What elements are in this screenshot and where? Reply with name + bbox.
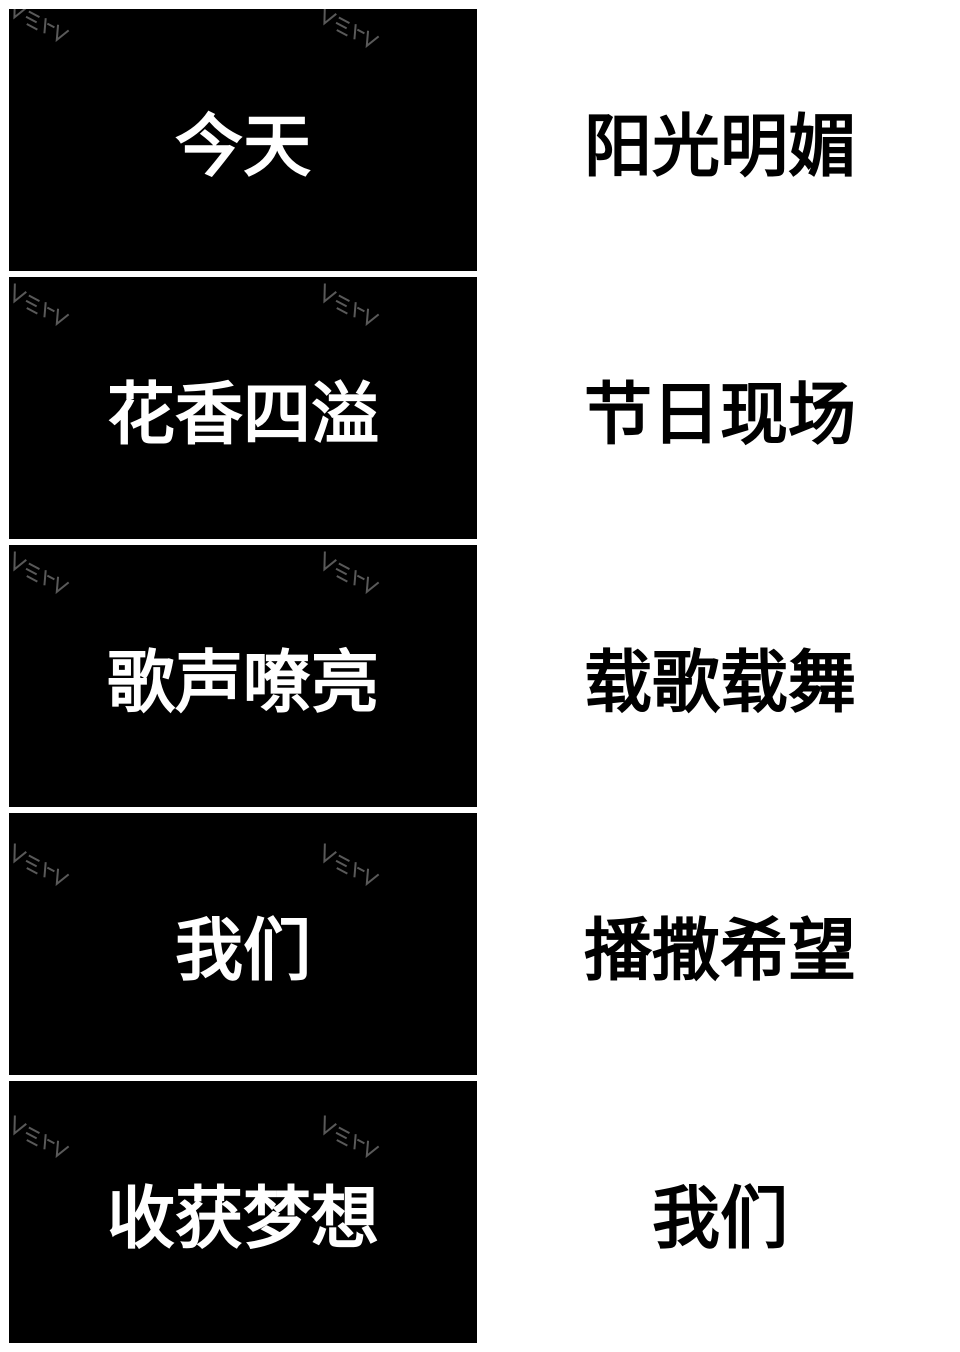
watermark-logo-icon (9, 546, 75, 602)
side-text: 节日现场 (583, 375, 856, 455)
black-panel-3: 歌声嘹亮 (9, 545, 477, 807)
black-panel-4: 我们 (9, 813, 477, 1075)
panel-text: 我们 (174, 911, 311, 991)
panel-text: 歌声嘹亮 (106, 643, 379, 723)
side-text: 阳光明媚 (583, 107, 856, 187)
watermark-logo-icon (9, 838, 75, 894)
side-text: 载歌载舞 (583, 643, 856, 723)
watermark-logo-icon (9, 278, 75, 334)
watermark-logo-icon (311, 1110, 385, 1166)
row-2: 花香四溢 节日现场 (0, 277, 960, 539)
black-panel-5: 收获梦想 (9, 1081, 477, 1343)
watermark-logo-icon (9, 1110, 75, 1166)
watermark-logo-icon (311, 278, 385, 334)
watermark-logo-icon (311, 546, 385, 602)
panel-text: 今天 (174, 107, 311, 187)
watermark-logo-icon (311, 9, 385, 56)
side-text: 播撒希望 (583, 911, 856, 991)
watermark-logo-icon (311, 838, 385, 894)
black-panel-2: 花香四溢 (9, 277, 477, 539)
row-3: 歌声嘹亮 载歌载舞 (0, 545, 960, 807)
row-1: 今天 阳光明媚 (0, 9, 960, 271)
panel-text: 收获梦想 (106, 1179, 379, 1259)
row-4: 我们 播撒希望 (0, 813, 960, 1075)
side-text: 我们 (651, 1179, 788, 1259)
black-panel-1: 今天 (9, 9, 477, 271)
watermark-logo-icon (9, 9, 75, 50)
row-5: 收获梦想 我们 (0, 1081, 960, 1343)
panel-text: 花香四溢 (106, 375, 379, 455)
